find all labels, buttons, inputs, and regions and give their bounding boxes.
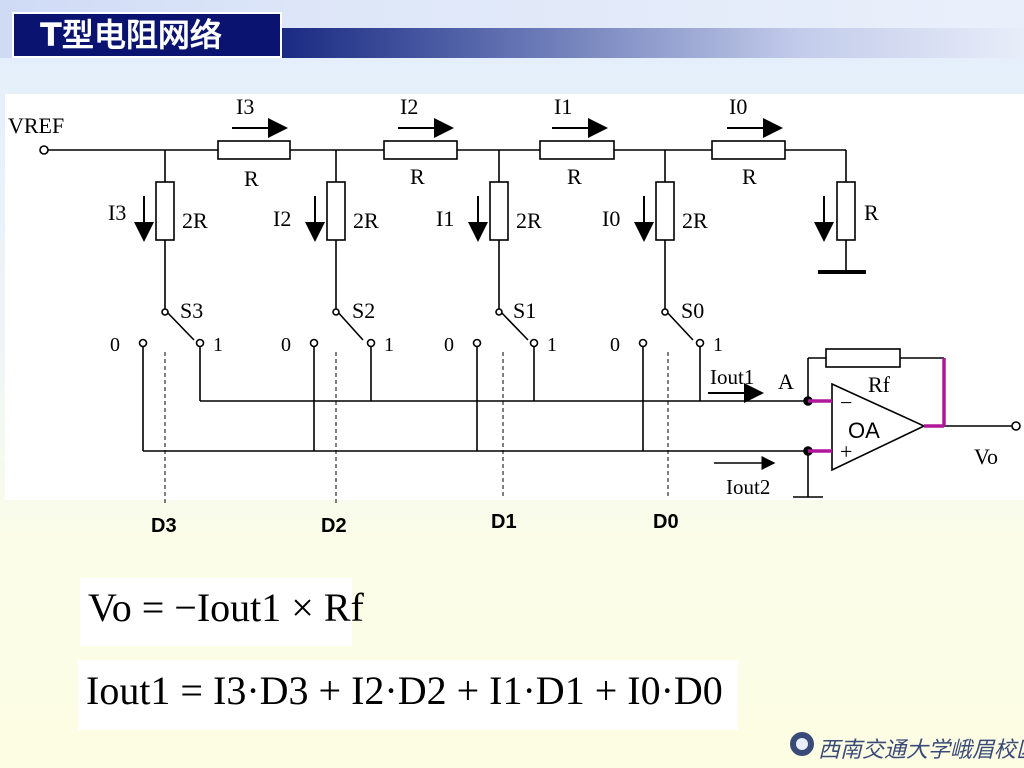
svg-text:0: 0 <box>281 334 291 356</box>
university-emblem-icon <box>790 732 814 756</box>
resistor-label-r2: R <box>410 164 425 189</box>
svg-text:0: 0 <box>110 334 120 356</box>
node-a-label: A <box>778 369 794 394</box>
resistor-2r-3 <box>155 181 175 241</box>
resistor-terminal <box>836 181 856 241</box>
current-label-i2-top: I2 <box>400 94 418 119</box>
opamp <box>831 382 926 472</box>
svg-text:1: 1 <box>547 334 557 356</box>
resistor-2r-0 <box>655 181 675 241</box>
switch-0-pos1 <box>695 338 705 348</box>
switch-label-s0: S0 <box>681 298 704 323</box>
iout1-label: Iout1 <box>710 365 754 389</box>
switch-2-pos0 <box>309 338 319 348</box>
opamp-label: OA <box>848 418 880 443</box>
university-name: 西南交通大学峨眉校区 <box>818 738 1024 763</box>
resistor-label-r3: R <box>244 166 259 191</box>
current-label-i3-branch: I3 <box>108 200 126 225</box>
resistor-label-r0: R <box>742 164 757 189</box>
opamp-plus-label: + <box>840 439 852 464</box>
resistor-label-terminal: R <box>864 200 879 225</box>
resistor-label-2r-3: 2R <box>182 208 208 233</box>
current-label-i0-top: I0 <box>729 94 747 119</box>
university-logo: 西南交通大学峨眉校区 <box>788 728 1024 763</box>
resistor-label-2r-0: 2R <box>682 208 708 233</box>
vref-terminal <box>39 145 49 155</box>
resistor-rf <box>825 348 901 368</box>
formula-iout1: Iout1 = I3·D3 + I2·D2 + I1·D1 + I0·D0 <box>78 660 738 730</box>
iout2-label: Iout2 <box>726 475 770 499</box>
title-gradient-bar <box>282 28 1024 58</box>
resistor-label-2r-1: 2R <box>516 208 542 233</box>
current-label-i2-branch: I2 <box>273 206 291 231</box>
current-label-i3-top: I3 <box>236 94 254 119</box>
formula-vo: Vo = −Iout1 × Rf <box>80 578 364 646</box>
current-label-i1-branch: I1 <box>436 206 454 231</box>
svg-text:1: 1 <box>213 334 223 356</box>
rf-label: Rf <box>868 372 891 397</box>
switch-2-pos1 <box>366 338 376 348</box>
svg-text:1: 1 <box>384 334 394 356</box>
svg-text:1: 1 <box>713 334 723 356</box>
resistor-r-1 <box>539 140 615 160</box>
switch-3-pos1 <box>195 338 205 348</box>
switch-3-pos0 <box>138 338 148 348</box>
current-label-i1-top: I1 <box>554 94 572 119</box>
resistor-label-2r-2: 2R <box>353 208 379 233</box>
vo-label: Vo <box>974 444 998 469</box>
resistor-2r-1 <box>489 181 509 241</box>
switch-label-s2: S2 <box>352 298 375 323</box>
switch-1-pos1 <box>529 338 539 348</box>
switch-label-s1: S1 <box>513 298 536 323</box>
switch-1-pos0 <box>472 338 482 348</box>
digital-input-d1: D1 <box>491 511 517 533</box>
resistor-r-2 <box>383 140 458 160</box>
vo-terminal <box>1011 421 1021 431</box>
current-label-i0-branch: I0 <box>602 206 620 231</box>
slide-title: T型电阻网络 <box>12 12 282 58</box>
resistor-r-3 <box>217 140 291 160</box>
svg-text:0: 0 <box>610 334 620 356</box>
vref-label: VREF <box>8 113 64 138</box>
switch-label-s3: S3 <box>180 298 203 323</box>
digital-input-d3: D3 <box>151 515 177 537</box>
resistor-r-0 <box>711 140 786 160</box>
switch-0-pos0 <box>638 338 648 348</box>
svg-text:0: 0 <box>444 334 454 356</box>
resistor-2r-2 <box>326 181 346 241</box>
resistor-label-r1: R <box>567 164 582 189</box>
digital-input-d0: D0 <box>653 511 679 533</box>
opamp-minus-label: − <box>840 390 852 415</box>
digital-input-d2: D2 <box>321 515 347 537</box>
